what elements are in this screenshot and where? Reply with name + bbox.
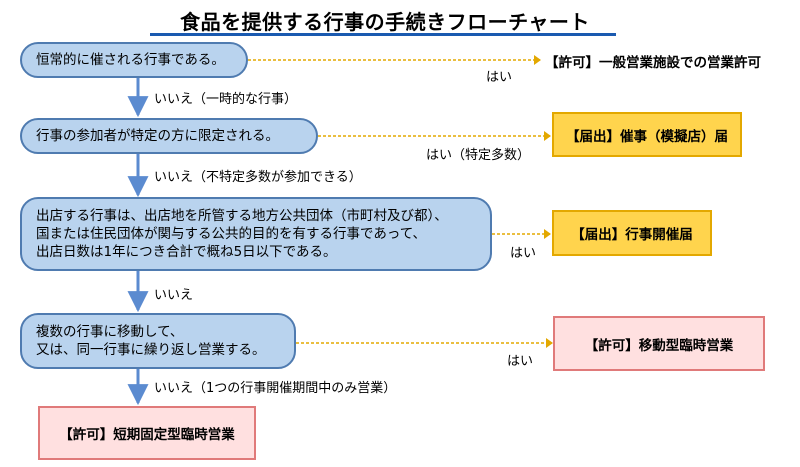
yes-label-1: はい bbox=[486, 70, 513, 85]
no-label-1: いいえ（一時的な行事） bbox=[154, 92, 298, 107]
chart-title: 食品を提供する行事の手続きフローチャート bbox=[180, 10, 590, 34]
question-1: 恒常的に催される行事である。 bbox=[20, 42, 248, 78]
yes-label-3: はい bbox=[510, 246, 537, 261]
question-4: 複数の行事に移動して、 又は、同一行事に繰り返し営業する。 bbox=[20, 313, 296, 369]
question-4-line-1: 複数の行事に移動して、 bbox=[36, 324, 184, 340]
question-2: 行事の参加者が特定の方に限定される。 bbox=[20, 118, 318, 154]
result-general-permit: 【許可】一般営業施設での営業許可 bbox=[545, 55, 761, 71]
question-2-line-1: 行事の参加者が特定の方に限定される。 bbox=[36, 128, 279, 144]
result-mobile-temporary-permit: 【許可】移動型臨時営業 bbox=[553, 316, 765, 371]
no-label-2: いいえ（不特定多数が参加できる） bbox=[154, 170, 362, 185]
result-event-holding-notice: 【届出】行事開催届 bbox=[552, 210, 712, 256]
result-event-notice: 【届出】催事（模擬店）届 bbox=[552, 112, 742, 157]
no-label-4: いいえ（1つの行事開催期間中のみ営業） bbox=[154, 381, 397, 396]
yes-label-2: はい（特定多数） bbox=[426, 148, 531, 163]
question-1-line-1: 恒常的に催される行事である。 bbox=[36, 52, 225, 68]
title-underline bbox=[150, 33, 616, 36]
question-3: 出店する行事は、出店地を所管する地方公共団体（市町村及び都）、 国または住民団体… bbox=[20, 197, 492, 271]
question-4-line-2: 又は、同一行事に繰り返し営業する。 bbox=[36, 342, 266, 358]
question-3-line-2: 国または住民団体が関与する公共的目的を有する行事であって、 bbox=[36, 226, 427, 242]
no-label-3: いいえ bbox=[154, 288, 194, 303]
question-3-line-3: 出店日数は1年につき合計で概ね5日以下である。 bbox=[36, 244, 337, 260]
question-3-line-1: 出店する行事は、出店地を所管する地方公共団体（市町村及び都）、 bbox=[36, 208, 448, 224]
yes-label-4: はい bbox=[507, 354, 534, 369]
result-short-fixed-temporary-permit: 【許可】短期固定型臨時営業 bbox=[38, 406, 256, 460]
